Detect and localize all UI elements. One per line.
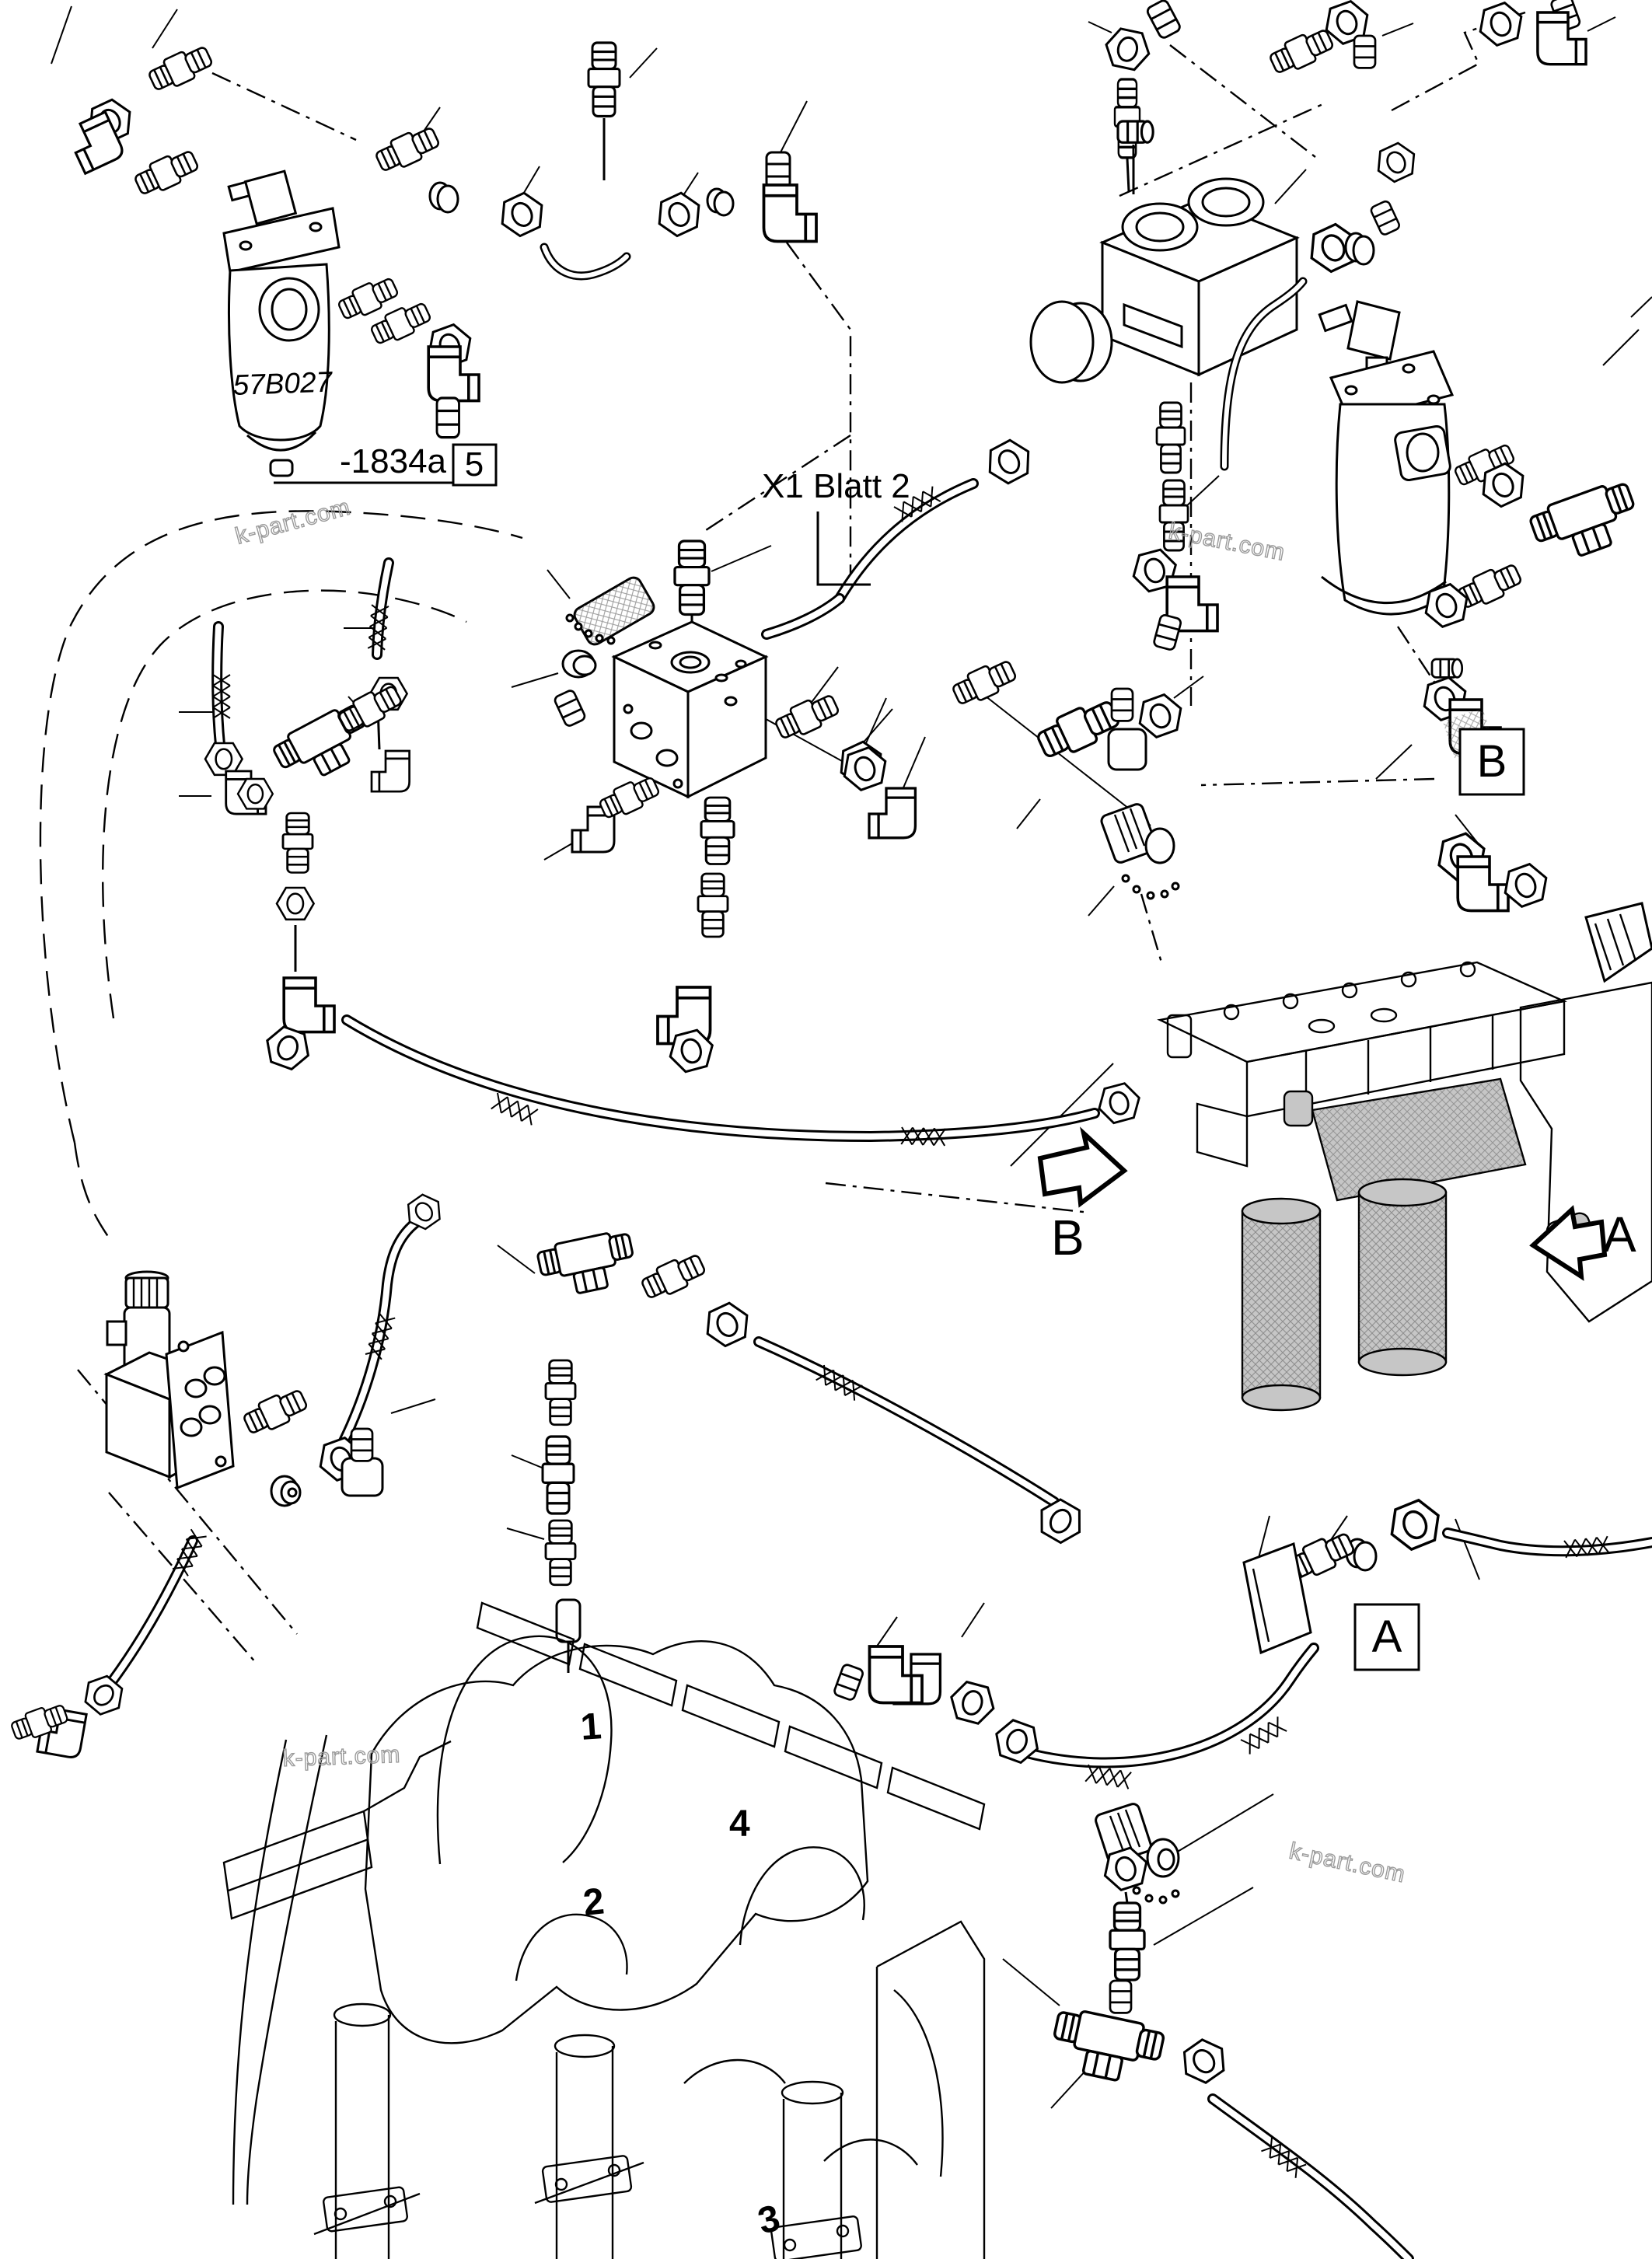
callout-4: 4 [729, 1803, 750, 1845]
routing-dash-lines [77, 11, 1526, 1664]
test-coupling-with-cap [1100, 803, 1180, 900]
bottom-pipes [313, 2002, 862, 2259]
a-detail-hose-group: A [1242, 1494, 1448, 1671]
mounting-bracket-plate [1242, 1541, 1312, 1655]
return-filter-group [1318, 300, 1646, 759]
valve-bank-top-rail [476, 1601, 986, 1831]
top-fitting-row [372, 41, 818, 281]
hose-routing-loop [39, 510, 523, 1238]
test-coupling-with-cap [1095, 1803, 1180, 1905]
detail-b-box-letter: B [1477, 736, 1507, 787]
plug-disc [561, 649, 597, 679]
valve-bore [1121, 177, 1265, 252]
detail-b-box: B [1458, 728, 1525, 796]
view-a-arrow: A [1529, 1205, 1636, 1281]
assembly-ref-label-group: -1834a 5 [274, 442, 498, 487]
assembly-item-number: 5 [465, 445, 484, 484]
view-a-arrow-letter: A [1603, 1206, 1636, 1262]
inset-filter-cartridge [1241, 1197, 1322, 1412]
sheet-reference-label: X1 Blatt 2 [762, 467, 910, 505]
top-right-corner-fittings [1101, 0, 1587, 192]
center-vertical-chain [535, 1227, 1090, 1673]
filter-model-label: 57B027 [232, 366, 334, 401]
ring-seal [1344, 232, 1375, 266]
mid-fitting-strip [836, 655, 1652, 983]
filter-57B027 [222, 169, 341, 477]
detail-a-box-letter: A [1372, 1611, 1402, 1662]
left-tee-chain [204, 676, 1145, 1127]
inline-filter-group-57B027 [64, 40, 480, 477]
watermark-3: k-part.com [282, 1742, 401, 1772]
manifold-block-group [552, 539, 890, 1076]
detail-a-box: A [1353, 1603, 1420, 1671]
part-text-labels: 57B027 -1834a 5 [232, 366, 498, 487]
sheet-reference-group: X1 Blatt 2 [762, 434, 1039, 586]
socket-plug [270, 1475, 302, 1507]
hatched-plate [1584, 902, 1652, 983]
control-valve-bank: 1 4 2 3 [222, 1601, 986, 2259]
mounting-plate [165, 1330, 235, 1490]
callout-2: 2 [582, 1880, 606, 1924]
callout-1: 1 [579, 1706, 602, 1748]
assembly-code-label: -1834a [340, 442, 447, 480]
bent-tube-chain [1220, 138, 1423, 471]
view-b-arrow: B [1037, 1126, 1128, 1266]
machine-location-inset: B A [1037, 961, 1652, 1412]
pressure-valve-group [1029, 120, 1300, 652]
bottom-right-test-chain [1046, 1803, 1234, 2090]
inset-filter-cartridge [1357, 1178, 1448, 1377]
ring-seal [428, 181, 459, 214]
hoses [89, 478, 1652, 2259]
hatched-plug [565, 576, 655, 646]
valve-side-cap [1029, 300, 1113, 384]
ring-seal [706, 187, 735, 217]
view-b-arrow-letter: B [1051, 1210, 1084, 1266]
solenoid-valve-group [8, 1189, 448, 1760]
